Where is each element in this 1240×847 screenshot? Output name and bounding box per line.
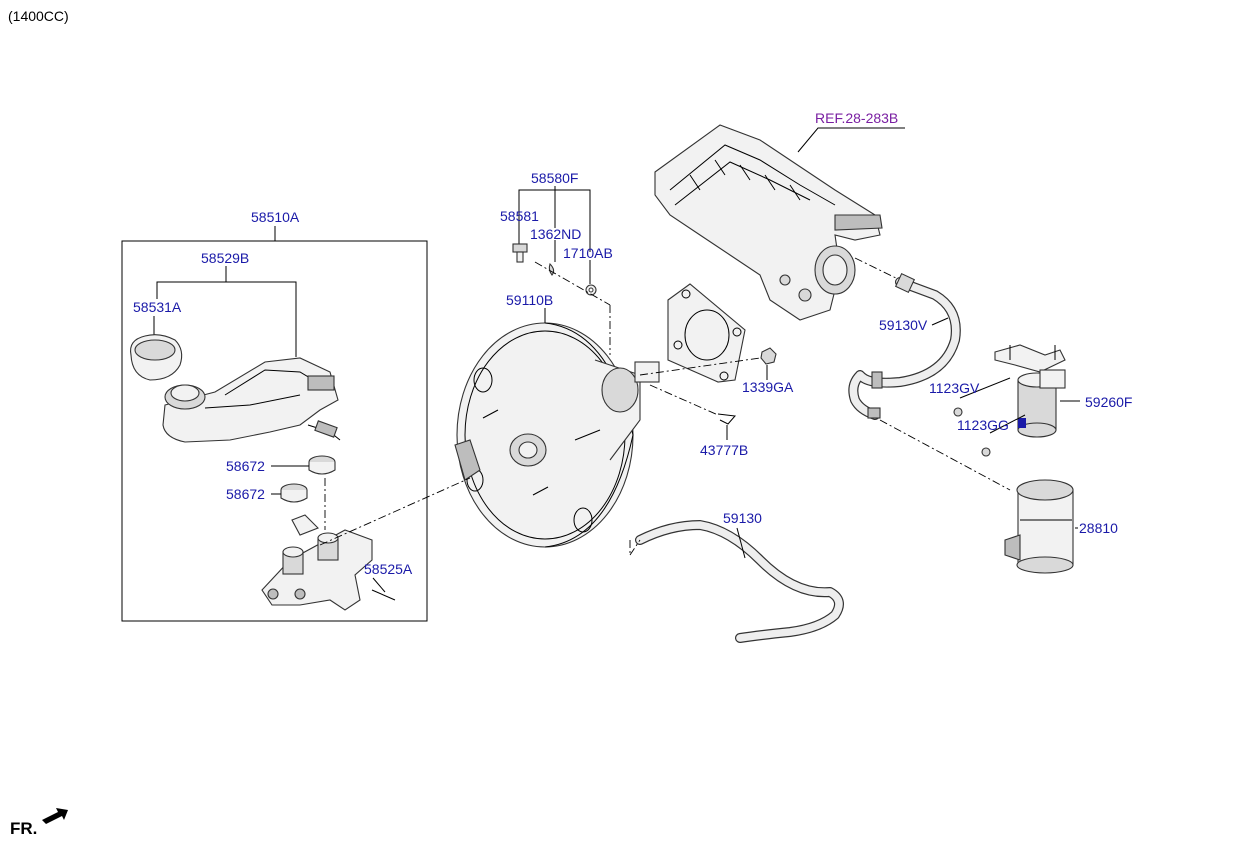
label-59130[interactable]: 59130 bbox=[723, 510, 762, 526]
label-43777B[interactable]: 43777B bbox=[700, 442, 748, 458]
label-58510A[interactable]: 58510A bbox=[251, 209, 300, 225]
front-indicator-label: FR. bbox=[10, 819, 37, 838]
label-58525A[interactable]: 58525A bbox=[364, 561, 413, 577]
label-59110B[interactable]: 59110B bbox=[506, 292, 553, 308]
brake-booster-icon[interactable] bbox=[454, 322, 660, 548]
clip-icon[interactable] bbox=[717, 413, 737, 425]
nut-icon[interactable] bbox=[760, 347, 777, 365]
label-58581[interactable]: 58581 bbox=[500, 208, 539, 224]
bolt-1123GV-icon[interactable] bbox=[953, 407, 963, 417]
label-58672-upper[interactable]: 58672 bbox=[226, 458, 265, 474]
solenoid-valve-icon[interactable] bbox=[994, 344, 1066, 438]
bolt-1123GG-icon[interactable] bbox=[981, 447, 991, 457]
label-59260F[interactable]: 59260F bbox=[1085, 394, 1132, 410]
label-1710AB[interactable]: 1710AB bbox=[563, 245, 613, 261]
fastener-group bbox=[512, 186, 611, 355]
reservoir-icon[interactable] bbox=[162, 357, 341, 443]
label-58672-lower[interactable]: 58672 bbox=[226, 486, 265, 502]
grommet-lower-icon[interactable] bbox=[280, 483, 308, 503]
label-ref-28-283B[interactable]: REF.28-283B bbox=[815, 110, 898, 126]
grommet-upper-icon[interactable] bbox=[308, 455, 336, 475]
label-1362ND[interactable]: 1362ND bbox=[530, 226, 581, 242]
label-58529B[interactable]: 58529B bbox=[201, 250, 249, 266]
label-1123GG[interactable]: 1123GG bbox=[957, 417, 1009, 433]
gasket-icon[interactable] bbox=[667, 283, 746, 383]
label-59130V[interactable]: 59130V bbox=[879, 317, 928, 333]
master-cylinder-group bbox=[121, 226, 428, 622]
label-28810[interactable]: 28810 bbox=[1079, 520, 1118, 536]
label-58531A[interactable]: 58531A bbox=[133, 299, 182, 315]
front-arrow-icon bbox=[42, 808, 68, 824]
label-58580F[interactable]: 58580F bbox=[531, 170, 578, 186]
label-1339GA[interactable]: 1339GA bbox=[742, 379, 794, 395]
washer-icon[interactable] bbox=[585, 284, 597, 296]
snap-pin-icon[interactable] bbox=[548, 262, 555, 276]
intake-manifold-icon bbox=[654, 124, 883, 321]
label-1123GV[interactable]: 1123GV bbox=[929, 380, 980, 396]
vacuum-hose-lower-icon[interactable] bbox=[635, 520, 844, 643]
engine-note: (1400CC) bbox=[8, 8, 69, 24]
reservoir-cap-icon[interactable] bbox=[130, 334, 183, 381]
vacuum-hose-upper-icon[interactable] bbox=[848, 272, 961, 420]
clevis-pin-icon[interactable] bbox=[512, 243, 528, 263]
vacuum-pump-icon[interactable] bbox=[1004, 479, 1074, 574]
